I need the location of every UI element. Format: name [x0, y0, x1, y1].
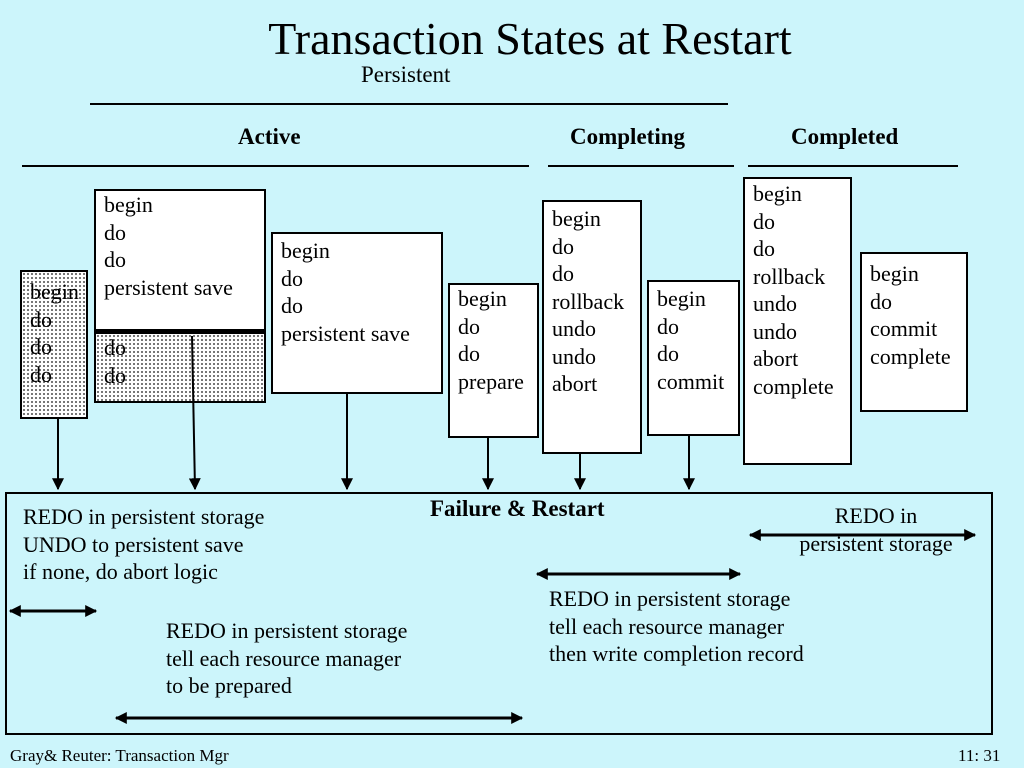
note-line: to be prepared: [166, 673, 292, 698]
note-line: REDO in persistent storage: [23, 504, 265, 529]
transaction-line: do: [552, 233, 574, 259]
transaction-line: do: [753, 236, 775, 261]
phase-completing: Completing: [570, 124, 685, 149]
transaction-line: do: [458, 313, 480, 339]
transaction-line: rollback: [552, 288, 625, 314]
transaction-lines: do do: [96, 334, 264, 389]
transaction-box-1: begin do do do: [20, 270, 88, 419]
persistent-label: Persistent: [361, 62, 451, 87]
transaction-line: do: [30, 334, 52, 359]
note-line: REDO in: [834, 503, 918, 528]
transaction-line: begin: [552, 206, 601, 231]
transaction-line: do: [104, 335, 126, 360]
transaction-line: begin: [104, 192, 153, 217]
transaction-box-2: begin do do persistent save: [94, 189, 266, 331]
transaction-line: do: [458, 341, 480, 366]
transaction-line: do: [104, 219, 126, 245]
transaction-line: prepare: [458, 368, 524, 394]
transaction-box-4: begin do do prepare: [448, 283, 539, 438]
transaction-line: rollback: [753, 263, 826, 289]
transaction-line: do: [753, 208, 775, 234]
active-rule: [22, 165, 529, 167]
transaction-line: complete: [870, 343, 951, 369]
transaction-line: undo: [552, 343, 596, 369]
transaction-line: do: [552, 261, 574, 286]
transaction-box-6: begin do do commit: [647, 280, 740, 436]
transaction-line: begin: [657, 286, 706, 311]
page-title: Transaction States at Restart: [268, 13, 792, 64]
footer-page-number: 11: 31: [958, 746, 1001, 765]
note-line: REDO in persistent storage: [166, 618, 408, 643]
transaction-lines: begin do do commit: [649, 282, 738, 395]
transaction-lines: begin do do do: [22, 272, 86, 388]
transaction-line: complete: [753, 373, 834, 399]
transaction-line: undo: [753, 291, 797, 316]
completed-rule: [748, 165, 958, 167]
down-arrow-2: [188, 335, 201, 491]
completing-rule: [548, 165, 734, 167]
note-line: tell each resource manager: [549, 613, 785, 639]
transaction-line: do: [870, 288, 892, 314]
transaction-line: do: [104, 362, 126, 388]
transaction-box-2-after-save: do do: [94, 331, 266, 403]
footer-source: Gray& Reuter: Transaction Mgr: [10, 746, 229, 765]
persistent-rule: [90, 103, 728, 105]
transaction-line: do: [104, 247, 126, 272]
transaction-lines: begin do do rollback undo undo abort: [544, 202, 640, 398]
transaction-lines: begin do do persistent save: [273, 234, 441, 347]
transaction-line: begin: [458, 286, 507, 311]
transaction-lines: begin do do prepare: [450, 285, 537, 395]
transaction-box-8: begin do commit complete: [860, 252, 968, 412]
transaction-line: undo: [753, 318, 797, 344]
transaction-line: commit: [657, 368, 725, 394]
failure-restart-panel: [5, 492, 993, 735]
note-line: tell each resource manager: [166, 645, 402, 671]
transaction-lines: begin do commit complete: [862, 254, 966, 370]
note-line: then write completion record: [549, 641, 804, 666]
transaction-line: commit: [870, 316, 938, 341]
transaction-line: abort: [552, 371, 598, 396]
transaction-line: begin: [30, 279, 79, 304]
transaction-line: do: [657, 313, 679, 339]
phase-completed: Completed: [791, 124, 899, 149]
failure-restart-title: Failure & Restart: [430, 496, 605, 521]
prepared-restart-note: REDO in persistent storage tell each res…: [166, 617, 407, 700]
transaction-line: do: [30, 361, 52, 387]
transaction-line: begin: [281, 238, 330, 263]
transaction-line: do: [657, 341, 679, 366]
transaction-line: persistent save: [281, 320, 410, 346]
transaction-lines: begin do do rollback undo undo abort com…: [745, 179, 850, 400]
completing-restart-note: REDO in persistent storage tell each res…: [549, 585, 804, 668]
transaction-box-7: begin do do rollback undo undo abort com…: [743, 177, 852, 465]
transaction-box-3: begin do do persistent save: [271, 232, 443, 394]
transaction-line: begin: [753, 181, 802, 206]
transaction-line: begin: [870, 261, 919, 286]
note-line: REDO in persistent storage: [549, 586, 791, 611]
transaction-line: do: [281, 293, 303, 318]
active-restart-note: REDO in persistent storage UNDO to persi…: [23, 503, 264, 586]
transaction-line: undo: [552, 316, 596, 341]
note-line: if none, do abort logic: [23, 559, 218, 584]
transaction-line: do: [281, 265, 303, 291]
phase-active: Active: [238, 124, 301, 149]
transaction-box-5: begin do do rollback undo undo abort: [542, 200, 642, 454]
transaction-line: persistent save: [104, 274, 233, 300]
transaction-line: abort: [753, 346, 799, 371]
transaction-line: do: [30, 306, 52, 332]
note-line: UNDO to persistent save: [23, 531, 244, 557]
transaction-lines: begin do do persistent save: [96, 191, 264, 301]
